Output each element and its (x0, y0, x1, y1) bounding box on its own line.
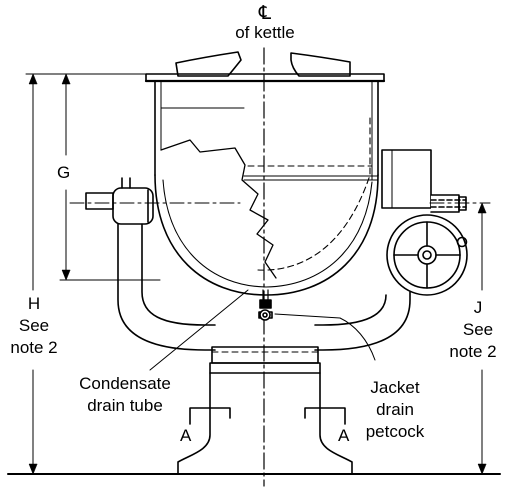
kettle-bowl (154, 174, 379, 296)
lid-handle-right (290, 52, 351, 77)
dimension-j-label: J (473, 298, 483, 317)
callout-jacket-1: Jacket (370, 378, 420, 397)
hand-wheel-knob (456, 236, 468, 248)
lid-handle-left (175, 51, 242, 77)
dimension-j-note-2: note 2 (449, 342, 497, 361)
leader-jacket (274, 313, 341, 319)
dimension-h-label: H (27, 294, 41, 313)
condensate-drain (262, 289, 269, 301)
centerline-caption: of kettle (235, 23, 295, 42)
pedestal-head (211, 346, 319, 364)
dimension-j-note-1: See (462, 320, 494, 339)
pedestal-column (177, 372, 353, 475)
callout-jacket-2: drain (376, 400, 414, 419)
cutaway-break (160, 139, 277, 279)
section-label-right: A (338, 426, 350, 445)
dimension-h-note-2: note 2 (10, 338, 58, 357)
yoke-left (117, 223, 216, 351)
callout-jacket-3: petcock (365, 422, 425, 441)
yoke-right (314, 291, 411, 351)
dimension-g-label: G (57, 163, 71, 182)
left-bearing (112, 187, 154, 225)
dimension-h-note-1: See (18, 316, 50, 335)
callout-condensate-1: Condensate (79, 374, 171, 393)
section-marker-left (189, 407, 231, 425)
callout-condensate-2: drain tube (87, 396, 163, 415)
section-marker-right (304, 407, 346, 425)
tilt-gearbox (381, 149, 432, 209)
centerline-symbol: ℄ (258, 3, 272, 24)
section-label-left: A (180, 426, 192, 445)
hand-wheel-outer (386, 214, 468, 296)
leader-condensate (149, 289, 249, 371)
